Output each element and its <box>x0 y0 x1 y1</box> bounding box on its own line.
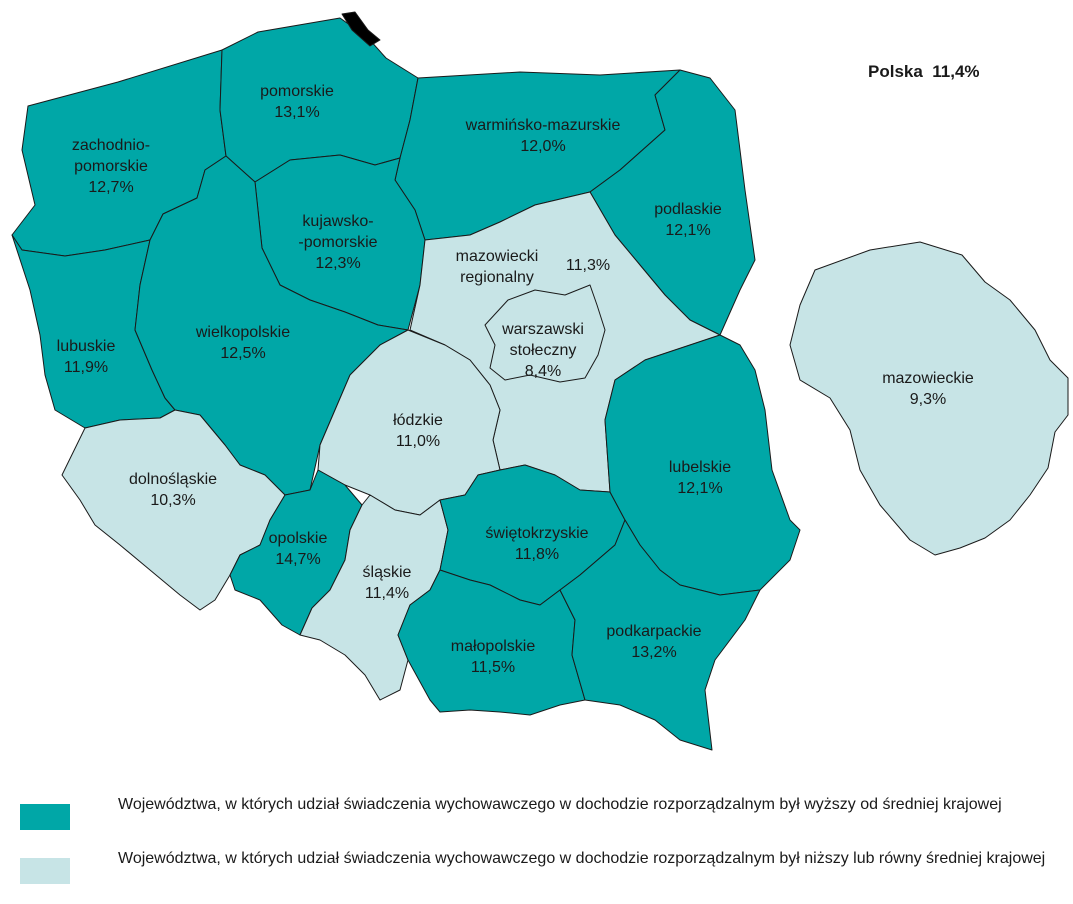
region-name-line: zachodnio- <box>72 137 150 154</box>
label-lodzkie: łódzkie 11,0% <box>393 412 443 450</box>
region-value: 13,2% <box>631 644 676 661</box>
coast-spit <box>341 11 381 47</box>
region-value: 10,3% <box>150 492 195 509</box>
region-value: 11,4% <box>365 585 409 602</box>
region-podkarpackie <box>559 519 761 751</box>
region-name-line: mazowieckie <box>882 370 974 387</box>
region-value: 11,8% <box>515 546 559 563</box>
region-value: 9,3% <box>910 391 946 408</box>
region-value: 12,1% <box>677 480 722 497</box>
region-value: 11,9% <box>64 359 108 376</box>
region-name-line: małopolskie <box>451 638 536 655</box>
region-name-line: śląskie <box>363 564 412 581</box>
region-value: 12,5% <box>220 345 265 362</box>
region-name-line: wielkopolskie <box>195 324 290 341</box>
label-pomorskie: pomorskie 13,1% <box>260 83 334 121</box>
region-name-line: lubelskie <box>669 459 731 476</box>
label-warminsko-mazurskie: warmińsko-mazurskie 12,0% <box>465 117 621 155</box>
label-zachodniopomorskie: zachodnio-pomorskie 12,7% <box>72 137 150 196</box>
region-slaskie <box>299 494 449 701</box>
region-value: 11,0% <box>396 433 440 450</box>
region-name-line: kujawsko- <box>302 213 373 230</box>
region-name-line: mazowiecki <box>456 248 539 265</box>
legend-text-at-or-below-average: Województwa, w których udział świadczeni… <box>118 850 1046 867</box>
region-value: 12,7% <box>88 179 133 196</box>
national-label: Polska <box>868 62 923 81</box>
label-kujawsko-pomorskie: kujawsko- -pomorskie 12,3% <box>298 213 377 272</box>
region-value: 11,5% <box>471 659 515 676</box>
label-lubelskie: lubelskie 12,1% <box>669 459 731 497</box>
legend-swatch-at-or-below-average <box>20 858 70 884</box>
region-name-line: lubuskie <box>57 338 116 355</box>
label-swietokrzyskie: świętokrzyskie 11,8% <box>485 525 588 563</box>
region-name-line: łódzkie <box>393 412 443 429</box>
national-value: 11,4% <box>932 62 980 81</box>
label-mazowieckie: mazowieckie 9,3% <box>882 370 974 408</box>
label-slaskie: śląskie 11,4% <box>363 564 412 602</box>
national-average: Polska 11,4% <box>868 62 980 82</box>
region-name-line: opolskie <box>269 530 328 547</box>
region-value: 12,1% <box>665 222 710 239</box>
region-malopolskie <box>397 569 586 716</box>
region-name-line: -pomorskie <box>298 234 377 251</box>
legend-text-above-average: Województwa, w których udział świadczeni… <box>118 796 1002 813</box>
region-mazowieckie <box>789 241 1069 556</box>
label-mazowiecki-regionalny: mazowiecki regionalny <box>456 248 539 286</box>
region-warszawski-stoleczny <box>484 284 606 383</box>
region-value: 8,4% <box>525 363 561 380</box>
region-name-line: stołeczny <box>510 342 577 359</box>
region-value: 14,7% <box>275 551 320 568</box>
label-malopolskie: małopolskie 11,5% <box>451 638 536 676</box>
region-name-line: podkarpackie <box>606 623 701 640</box>
region-name-line: warszawski <box>501 321 584 338</box>
region-name-line: pomorskie <box>260 83 334 100</box>
region-name-line: regionalny <box>460 269 534 286</box>
label-warszawski-stoleczny: warszawski stołeczny 8,4% <box>501 321 584 380</box>
label-opolskie: opolskie 14,7% <box>269 530 328 568</box>
legend-swatch-above-average <box>20 804 70 830</box>
region-name-line: warmińsko-mazurskie <box>465 117 621 134</box>
region-name-line: świętokrzyskie <box>485 525 588 542</box>
label-wielkopolskie: wielkopolskie 12,5% <box>195 324 290 362</box>
legend-item-at-or-below-average: Województwa, w których udział świadczeni… <box>20 848 1060 904</box>
region-name-line: dolnośląskie <box>129 471 217 488</box>
label-dolnoslaskie: dolnośląskie 10,3% <box>129 471 217 509</box>
region-value: 12,0% <box>520 138 565 155</box>
region-value: 12,3% <box>315 255 360 272</box>
label-podkarpackie: podkarpackie 13,2% <box>606 623 701 661</box>
region-value: 13,1% <box>274 104 319 121</box>
region-name-line: podlaskie <box>654 201 722 218</box>
label-lubuskie: lubuskie 11,9% <box>57 338 116 376</box>
label-podlaskie: podlaskie 12,1% <box>654 201 722 239</box>
region-value: 11,3% <box>566 257 610 274</box>
region-name-line: pomorskie <box>74 158 148 175</box>
legend-item-above-average: Województwa, w których udział świadczeni… <box>20 794 1060 850</box>
